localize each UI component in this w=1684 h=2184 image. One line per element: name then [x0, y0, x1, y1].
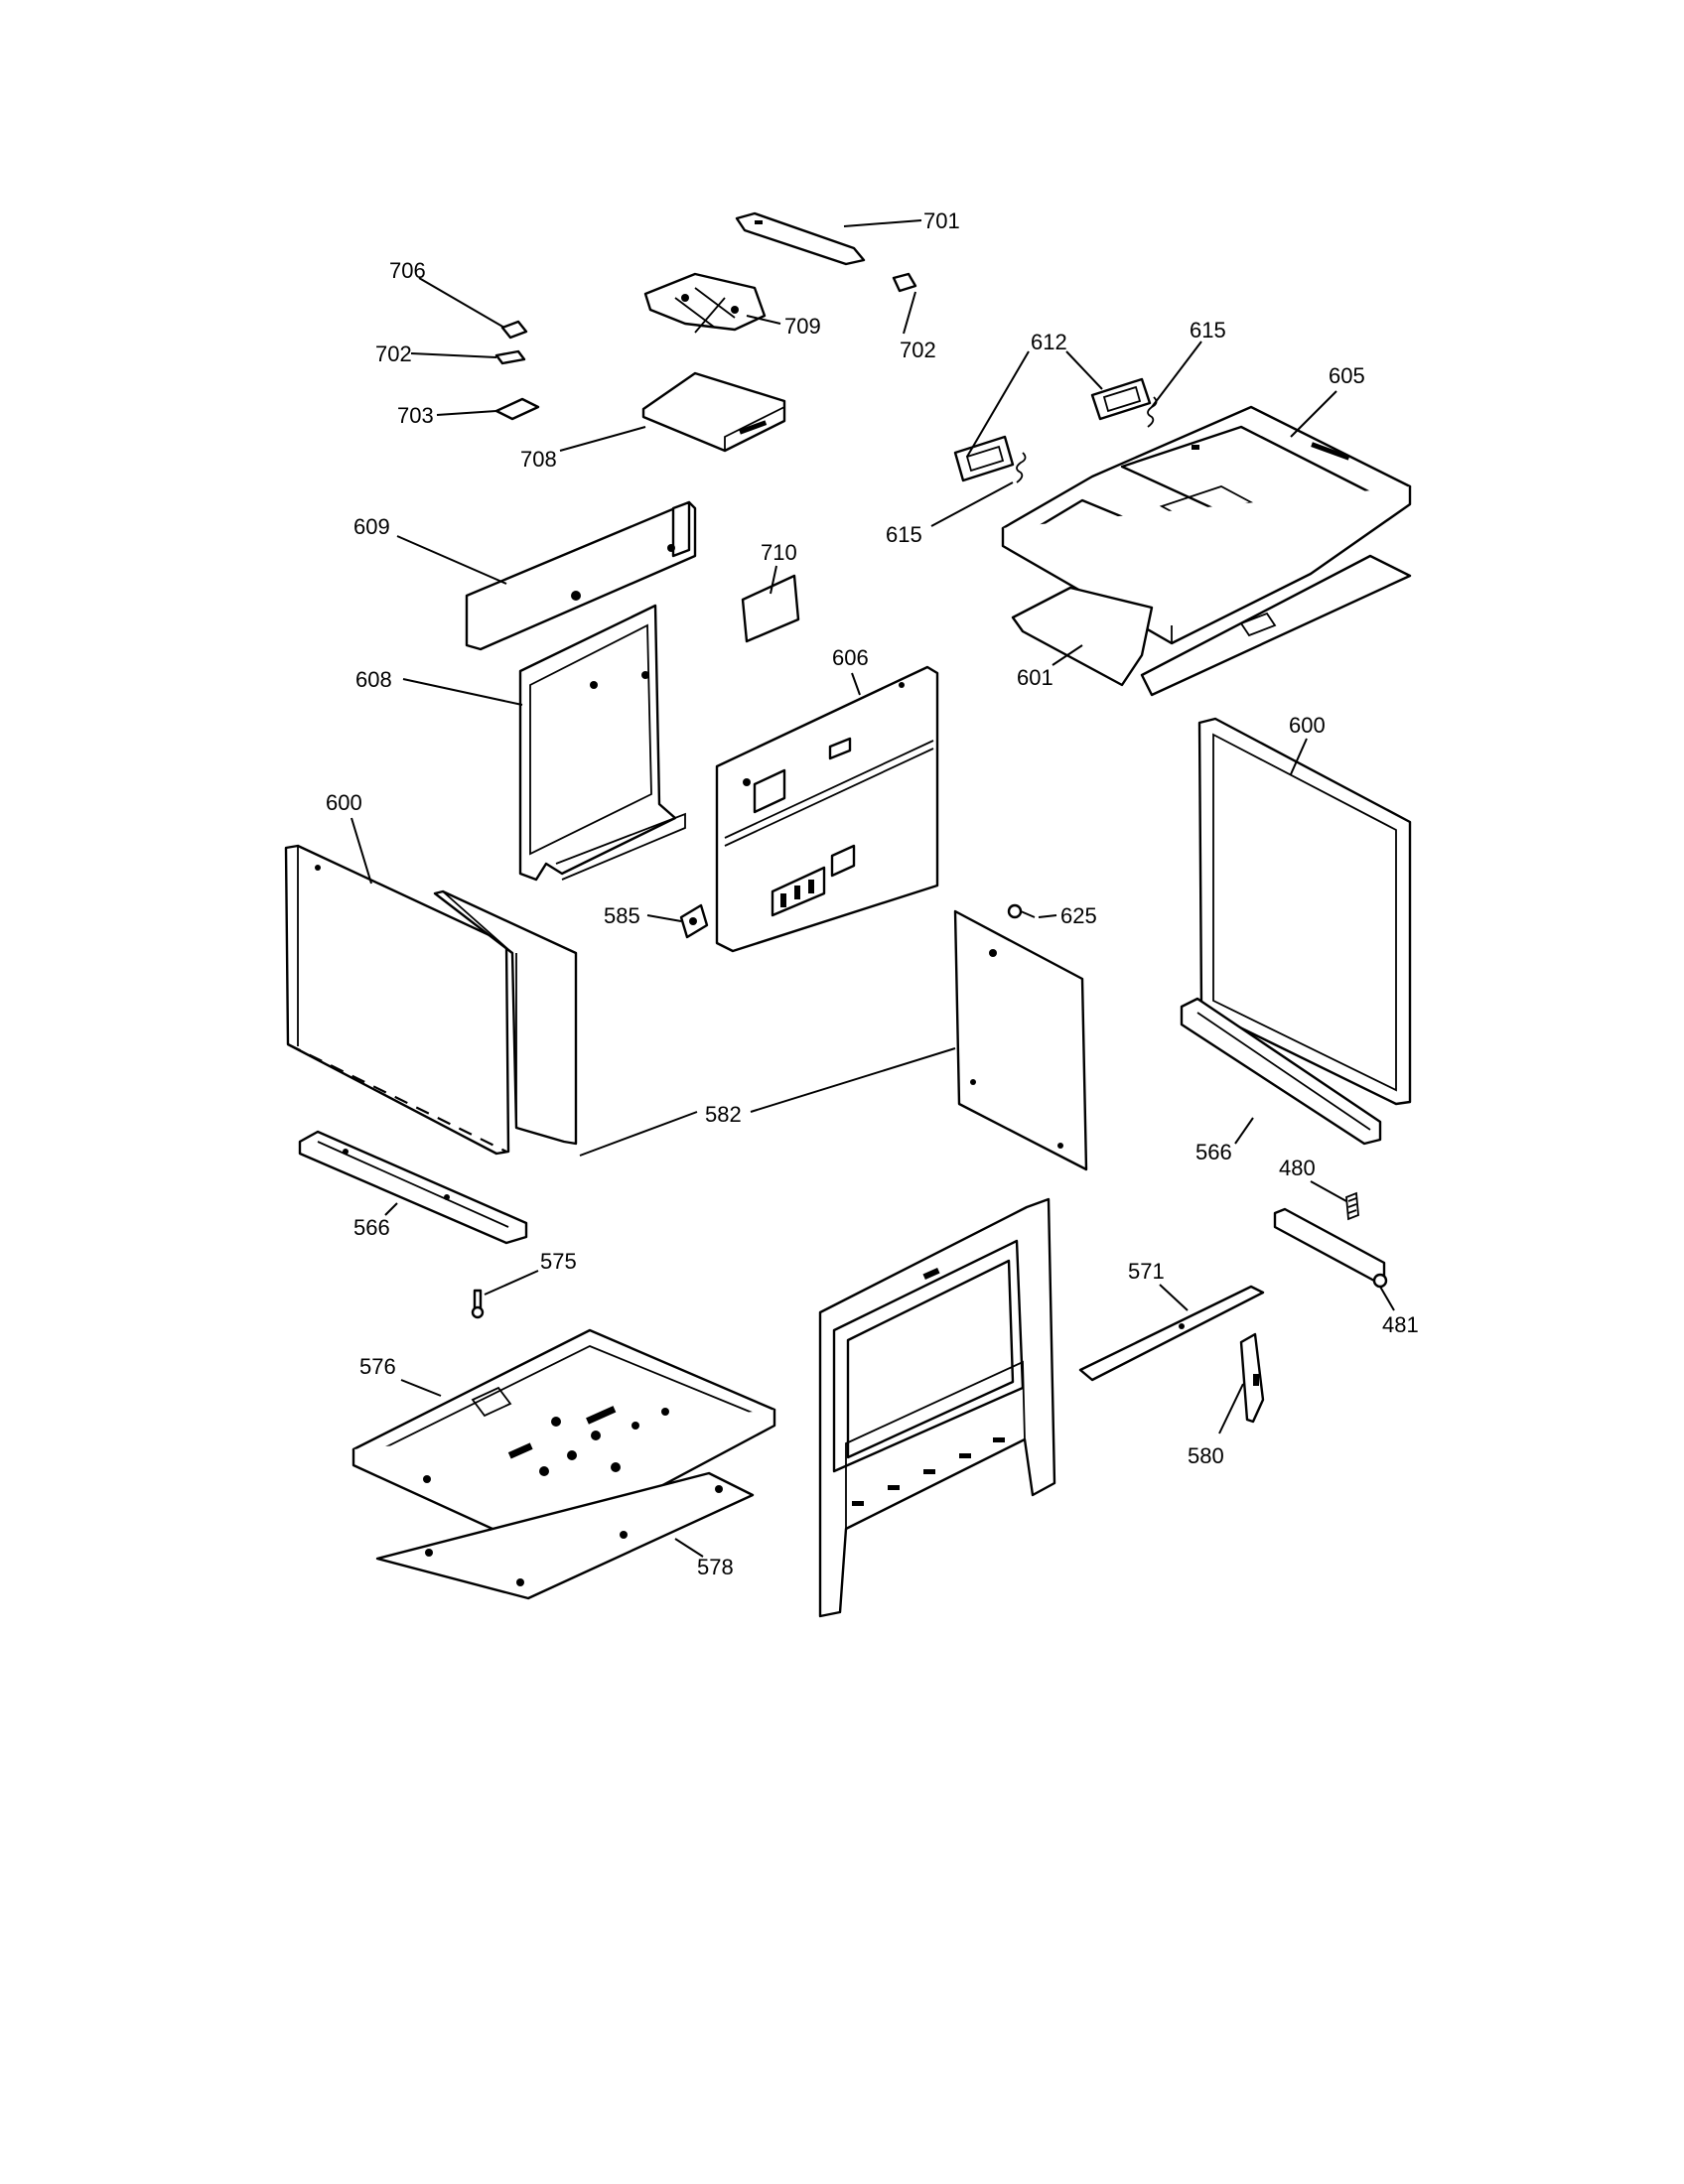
callout-585: 585	[604, 903, 640, 928]
callout-575: 575	[540, 1249, 577, 1274]
part-702-clip-left	[494, 349, 526, 365]
part-702-clip-right	[892, 272, 917, 293]
part-566-left-rail	[298, 1130, 528, 1245]
part-710-label	[741, 574, 800, 643]
part-625-screw	[1007, 903, 1036, 919]
part-580-hinge	[1239, 1332, 1265, 1424]
callout-609: 609	[353, 514, 390, 539]
part-571-trim	[1078, 1285, 1265, 1382]
callout-615-left: 615	[886, 522, 922, 547]
part-703-bracket	[494, 397, 540, 421]
part-578-bottom-plate	[375, 1471, 755, 1600]
part-706-clip	[500, 320, 528, 340]
part-575-screw	[471, 1289, 485, 1319]
part-front-frame	[818, 1197, 1056, 1618]
part-585-bracket	[679, 903, 709, 939]
part-615-spring-left	[1016, 452, 1027, 483]
part-608-rear-wall	[518, 604, 686, 882]
part-576-bottom-tray	[351, 1328, 776, 1553]
callout-566-right: 566	[1195, 1140, 1232, 1164]
callout-605: 605	[1329, 363, 1365, 388]
callout-703: 703	[397, 403, 434, 428]
part-566-right-rail	[1180, 997, 1382, 1146]
callout-576: 576	[359, 1354, 396, 1379]
callout-566-left: 566	[353, 1215, 390, 1240]
callout-580: 580	[1188, 1443, 1224, 1468]
part-609-trim	[465, 500, 697, 651]
callout-600-right: 600	[1289, 713, 1326, 738]
part-612-gasket-left	[953, 435, 1015, 482]
left-panel-dashed-outline	[287, 1043, 507, 1153]
callout-481: 481	[1382, 1312, 1419, 1337]
callout-625: 625	[1060, 903, 1097, 928]
callout-608: 608	[355, 667, 392, 692]
callout-710: 710	[761, 540, 797, 565]
part-605-cooktop	[1001, 405, 1412, 645]
callout-606: 606	[832, 645, 869, 670]
callout-706: 706	[389, 258, 426, 283]
callout-709: 709	[784, 314, 821, 339]
part-701-bracket	[735, 211, 866, 266]
callout-labels: 701 706 709 702 702 703 708 612 615 605 …	[326, 208, 1419, 1579]
front-frame-holes	[852, 1437, 1005, 1506]
part-481-hinge-arm	[1273, 1207, 1388, 1289]
callout-708: 708	[520, 447, 557, 472]
callout-601: 601	[1017, 665, 1053, 690]
part-601-panel	[1011, 554, 1412, 697]
leader-lines	[351, 219, 1395, 1558]
part-606-back-panel	[715, 665, 939, 953]
callout-702-left: 702	[375, 341, 412, 366]
part-582-left-insulation	[433, 889, 578, 1146]
callout-615-top: 615	[1190, 318, 1226, 342]
callout-578: 578	[697, 1555, 734, 1579]
callout-701: 701	[923, 208, 960, 233]
callout-702-right: 702	[900, 338, 936, 362]
part-600-left-side-panel	[284, 844, 510, 1156]
callout-480: 480	[1279, 1156, 1316, 1180]
callout-582: 582	[705, 1102, 742, 1127]
part-480-spring	[1345, 1191, 1359, 1221]
bottom-tray-holes	[423, 1406, 669, 1483]
callout-571: 571	[1128, 1259, 1165, 1284]
part-708-shield	[641, 371, 786, 453]
part-582-right-insulation	[953, 909, 1088, 1171]
part-612-gasket-right	[1090, 377, 1152, 421]
part-709-harness	[643, 272, 767, 334]
callout-600-left: 600	[326, 790, 362, 815]
callout-612: 612	[1031, 330, 1067, 354]
